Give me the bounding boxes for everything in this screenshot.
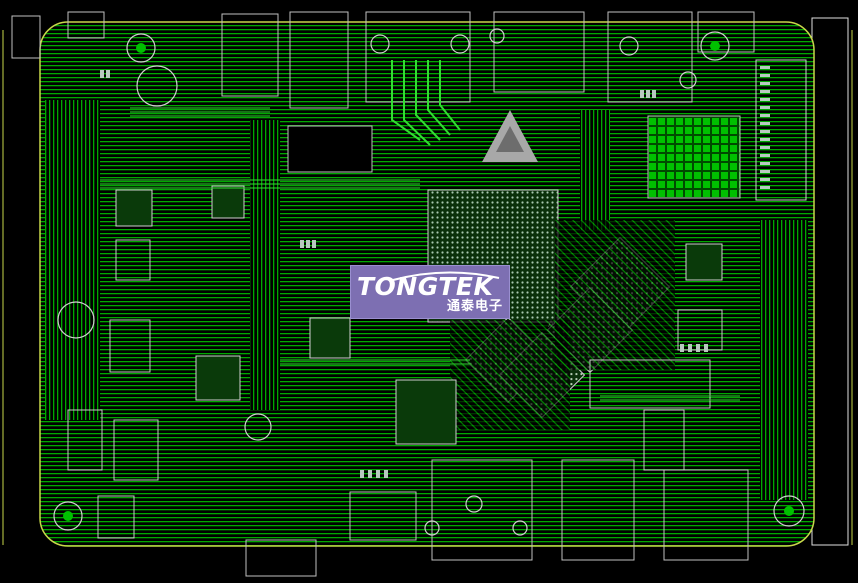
logo-brand-text: TONGTEK <box>357 272 494 301</box>
logo-swoosh-icon <box>392 271 500 281</box>
esd-warning-icon <box>482 110 538 162</box>
logo-chinese-text: 通泰电子 <box>446 299 503 314</box>
mounting-hole-icon <box>63 41 794 521</box>
company-logo: TONGTEK 通泰电子 <box>350 265 510 319</box>
